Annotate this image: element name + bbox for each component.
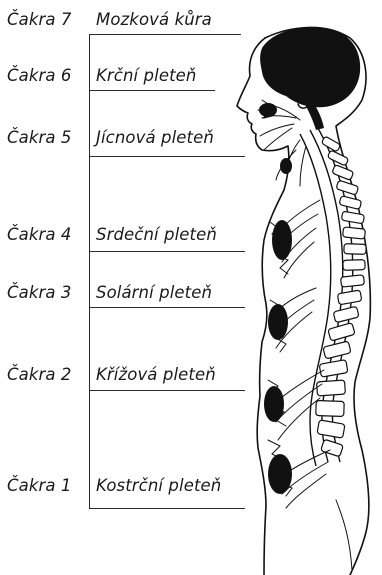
- brain-shape: [260, 27, 360, 107]
- vertebrae: [316, 136, 366, 457]
- plexus-masses: [259, 103, 292, 494]
